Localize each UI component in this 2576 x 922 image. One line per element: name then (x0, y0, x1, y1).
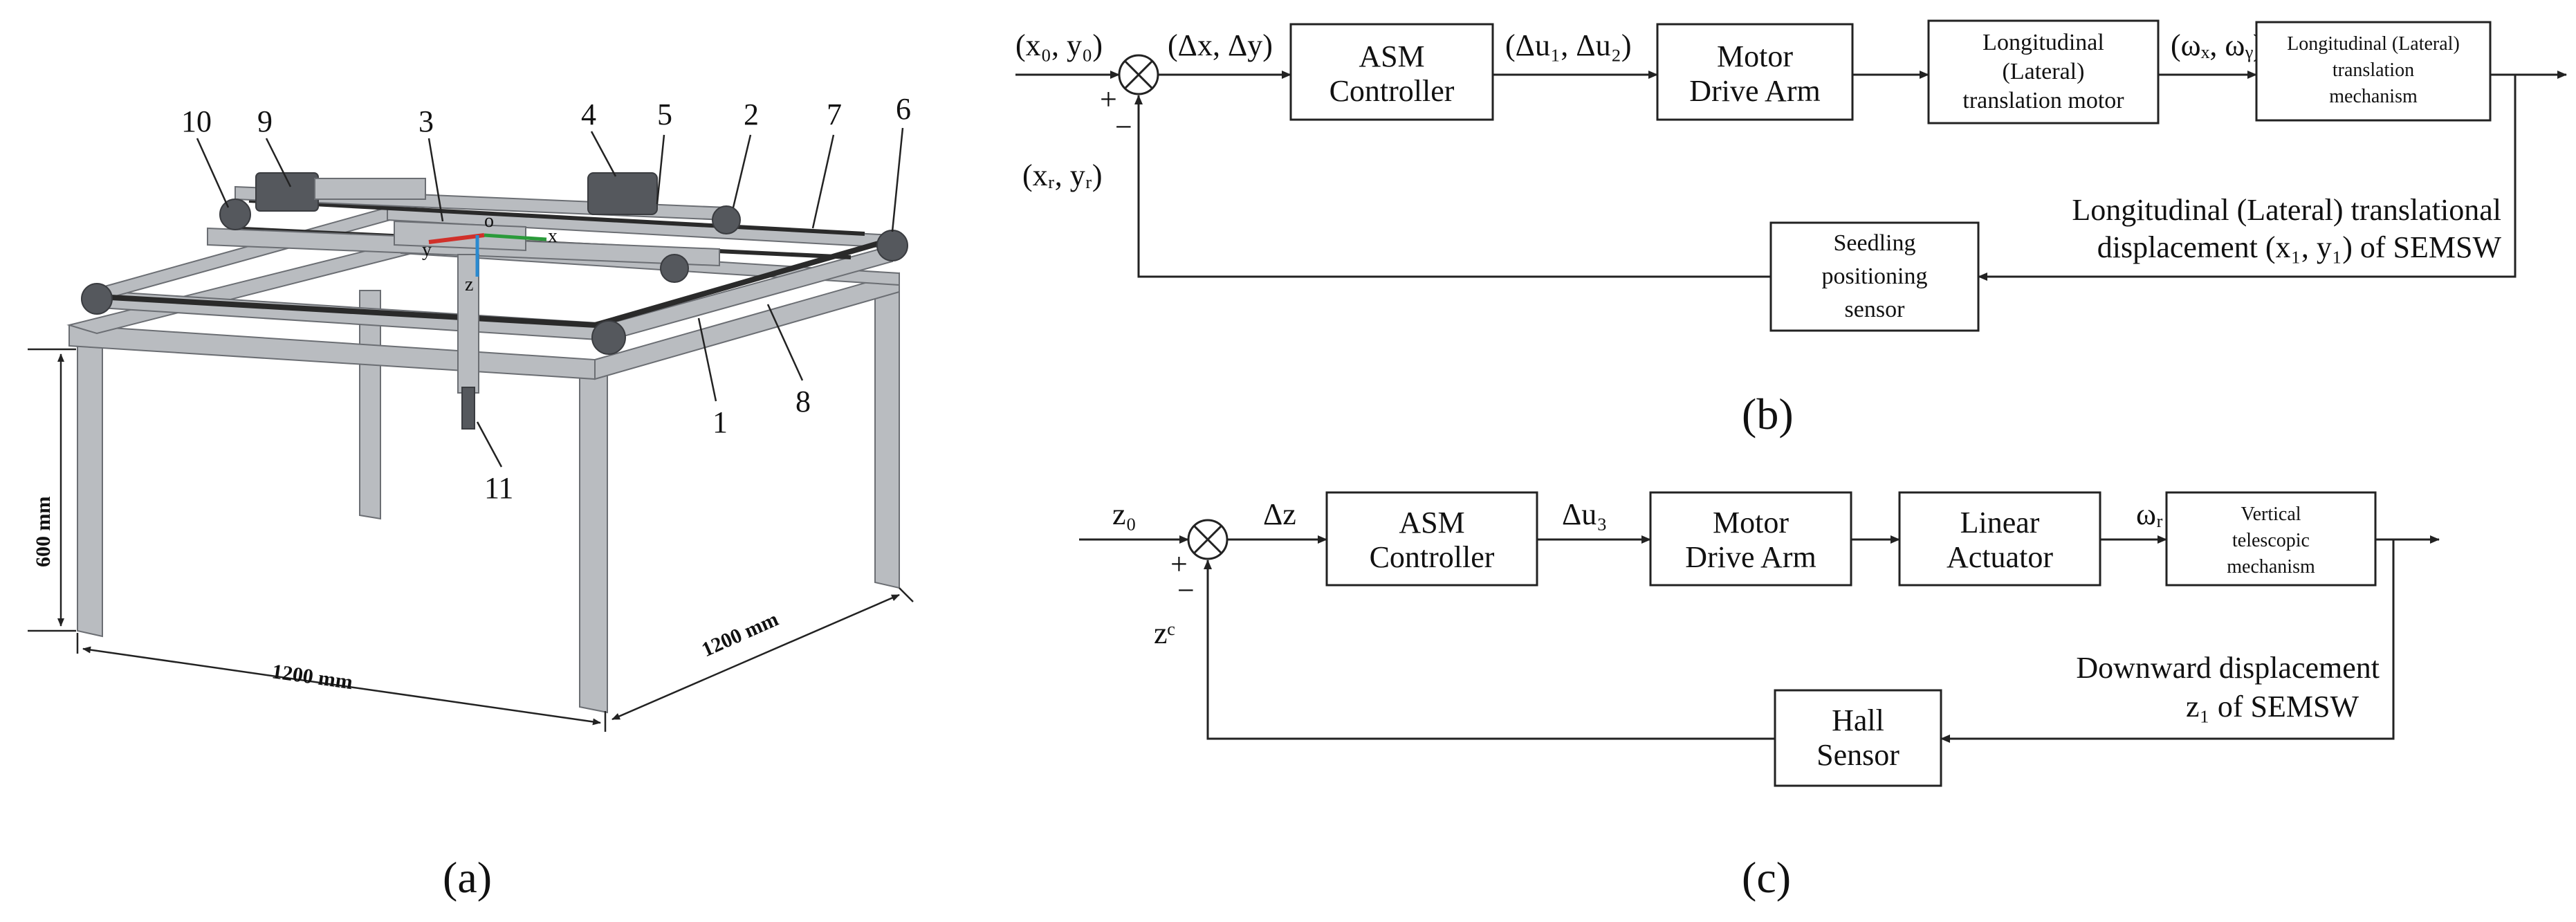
panel-c-caption: (c) (1742, 853, 1791, 902)
b-output-label-line1: Longitudinal (Lateral) translational (2072, 193, 2501, 227)
origin-label: o (484, 210, 494, 232)
part-number: 8 (795, 385, 811, 418)
dim-width-side-label: 1200 mm (698, 607, 782, 661)
c-plus-sign: + (1170, 547, 1188, 581)
b-minus-sign: − (1115, 110, 1132, 144)
c-control-signal-label: Δu₃ (1562, 497, 1608, 531)
b-error-label: (Δx, Δy) (1168, 28, 1273, 62)
b-output-label-line2: displacement (x₁, y₁) of SEMSW (2097, 230, 2502, 264)
part-number: 9 (257, 104, 273, 138)
panel-b-caption: (b) (1742, 389, 1794, 439)
axis-y-label: y (422, 239, 432, 261)
c-linear-actuator-block (1898, 491, 2101, 587)
c-telescopic-mechanism-line1: Vertical (2241, 504, 2301, 525)
b-sensor-line3: sensor (1845, 297, 1906, 322)
b-translation-motor-block (1927, 19, 2160, 125)
b-asm-controller-line1: ASM (1359, 39, 1424, 73)
c-error-label: Δz (1263, 497, 1296, 531)
b-sensor-block (1769, 221, 1980, 332)
c-motor-drive-arm-line2: Drive Arm (1685, 540, 1816, 574)
b-plus-sign: + (1100, 82, 1117, 116)
c-asm-controller-line2: Controller (1370, 540, 1495, 574)
part-number: 5 (657, 98, 672, 131)
c-minus-sign: − (1177, 573, 1195, 607)
c-telescopic-mechanism-line3: mechanism (2227, 556, 2315, 578)
c-input-label: z₀ (1112, 497, 1137, 531)
panel-b-block-diagram: (x₀, y₀) + − (xᵣ, yᵣ) (Δx, Δy) ASM Contr… (1015, 19, 2567, 439)
dim-height-label: 600 mm (32, 497, 55, 567)
b-input-label: (x₀, y₀) (1015, 28, 1103, 62)
gantry-carriage (394, 220, 547, 430)
c-motor-drive-arm-line1: Motor (1713, 506, 1789, 540)
b-sensor-line1: Seedling (1834, 230, 1916, 256)
c-feedback-label: zᶜ (1154, 616, 1175, 650)
c-linear-actuator-line1: Linear (1960, 506, 2040, 540)
b-feedback-return (1134, 95, 1771, 278)
b-asm-controller-line2: Controller (1330, 74, 1455, 108)
b-motor-drive-arm-line1: Motor (1717, 39, 1793, 73)
panel-c-block-diagram: z₀ + − zᶜ Δz ASM Controller Δu₃ Motor Dr… (1079, 491, 2440, 902)
b-feedback-path (1978, 75, 2517, 281)
b-translation-motor-line2: (Lateral) (2003, 59, 2085, 84)
gantry-frame (66, 185, 900, 380)
c-linear-actuator-line2: Actuator (1947, 540, 2053, 574)
c-output-label-line2: z₁ of SEMSW (2186, 690, 2359, 723)
part-number: 3 (418, 104, 434, 138)
part-number: 2 (744, 98, 759, 131)
c-telescopic-mechanism-block (2165, 491, 2377, 587)
c-feedback-return (1204, 560, 1775, 740)
b-translation-mechanism-line2: translation (2333, 59, 2414, 81)
dimension-lines (28, 348, 914, 732)
c-hall-sensor-line2: Sensor (1816, 738, 1899, 772)
part-number: 11 (484, 471, 513, 505)
panel-a-illustration: y x z o 10 9 3 4 5 2 7 6 1 8 11 (28, 92, 914, 902)
axis-x-label: x (548, 225, 558, 247)
b-translation-mechanism-line1: Longitudinal (Lateral) (2287, 33, 2460, 55)
b-motor-drive-arm-line2: Drive Arm (1689, 74, 1820, 108)
c-asm-controller-block (1325, 491, 1538, 587)
c-hall-sensor-block (1774, 689, 1942, 787)
axis-z-label: z (465, 274, 473, 295)
part-number: 1 (712, 405, 728, 439)
b-feedback-label: (xᵣ, yᵣ) (1022, 158, 1103, 192)
b-motor-drive-arm-block (1656, 23, 1854, 121)
part-number: 7 (827, 98, 842, 131)
b-motor-output-label: (ωₓ, ωᵧ) (2171, 28, 2263, 62)
c-output-label-line1: Downward displacement (2076, 651, 2380, 685)
b-control-signal-label: (Δu₁, Δu₂) (1505, 28, 1632, 62)
c-telescopic-mechanism-line2: telescopic (2232, 530, 2310, 551)
c-hall-sensor-line1: Hall (1832, 703, 1884, 737)
gantry-pulleys (81, 172, 908, 355)
b-translation-mechanism-line3: mechanism (2329, 86, 2418, 107)
b-translation-mechanism-block (2255, 21, 2492, 122)
c-feedback-path (1940, 540, 2395, 743)
part-leaders (196, 127, 904, 468)
c-actuator-output-label: ωᵣ (2136, 497, 2163, 531)
part-number: 6 (896, 92, 911, 126)
c-summing-junction (1187, 519, 1229, 560)
b-asm-controller-block (1289, 23, 1494, 121)
dim-width-front-label: 1200 mm (270, 660, 354, 694)
panel-a-caption: (a) (443, 853, 492, 902)
b-sensor-line2: positioning (1821, 264, 1927, 289)
c-asm-controller-line1: ASM (1399, 506, 1464, 540)
part-number: 10 (181, 104, 212, 138)
b-summing-junction (1118, 54, 1159, 95)
b-translation-motor-line1: Longitudinal (1982, 30, 2104, 55)
b-translation-motor-line3: translation motor (1962, 88, 2124, 113)
part-number: 4 (581, 98, 596, 131)
